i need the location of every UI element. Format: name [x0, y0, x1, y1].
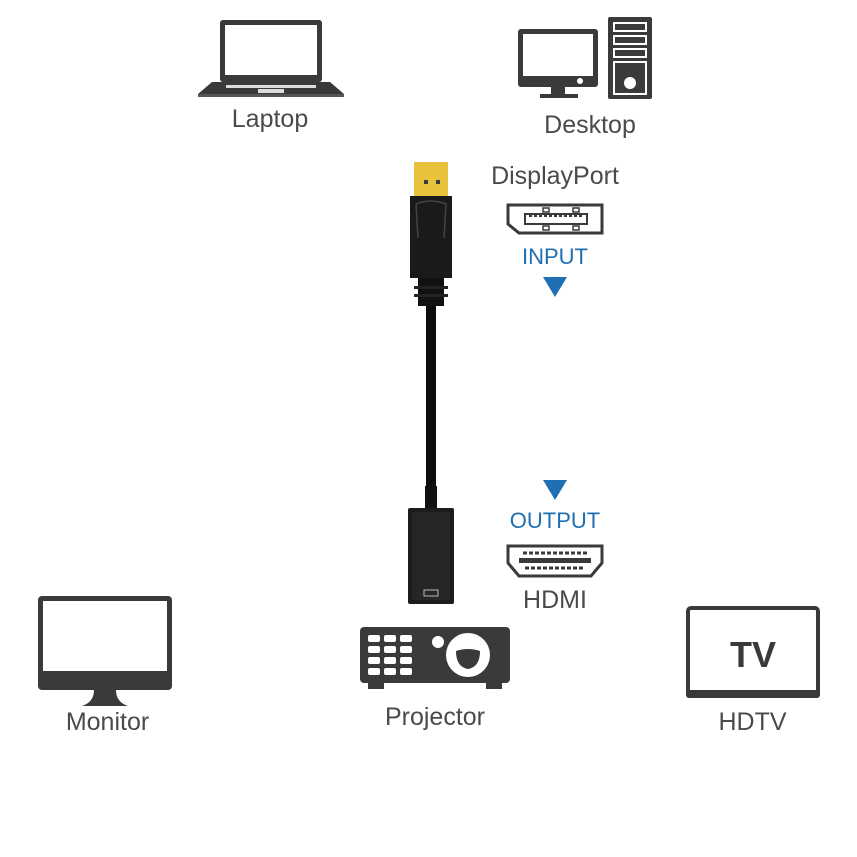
laptop-icon	[198, 20, 344, 97]
hdmi-label: HDMI	[523, 586, 587, 614]
projector-icon	[360, 627, 510, 689]
monitor-label: Monitor	[65, 708, 150, 736]
cable	[426, 306, 436, 506]
hdmi-female-receptacle	[408, 508, 454, 604]
displayport-label: DisplayPort	[491, 162, 619, 190]
laptop-label: Laptop	[231, 105, 309, 133]
arrow-down-icon	[543, 277, 567, 297]
displayport-hdmi-adapter	[408, 162, 454, 604]
arrow-down-icon	[543, 480, 567, 500]
output-label: OUTPUT	[509, 508, 601, 533]
desktop-label: Desktop	[544, 111, 636, 139]
tv-screen-text: TV	[729, 634, 776, 675]
desktop-computer-icon	[518, 17, 652, 99]
displayport-plug	[410, 162, 452, 306]
projector-label: Projector	[384, 703, 486, 731]
hdmi-icon	[506, 544, 604, 578]
monitor-icon	[38, 596, 172, 706]
input-label: INPUT	[522, 244, 588, 269]
displayport-icon	[506, 203, 604, 235]
hdtv-label: HDTV	[718, 708, 787, 736]
tv-icon	[686, 606, 820, 698]
